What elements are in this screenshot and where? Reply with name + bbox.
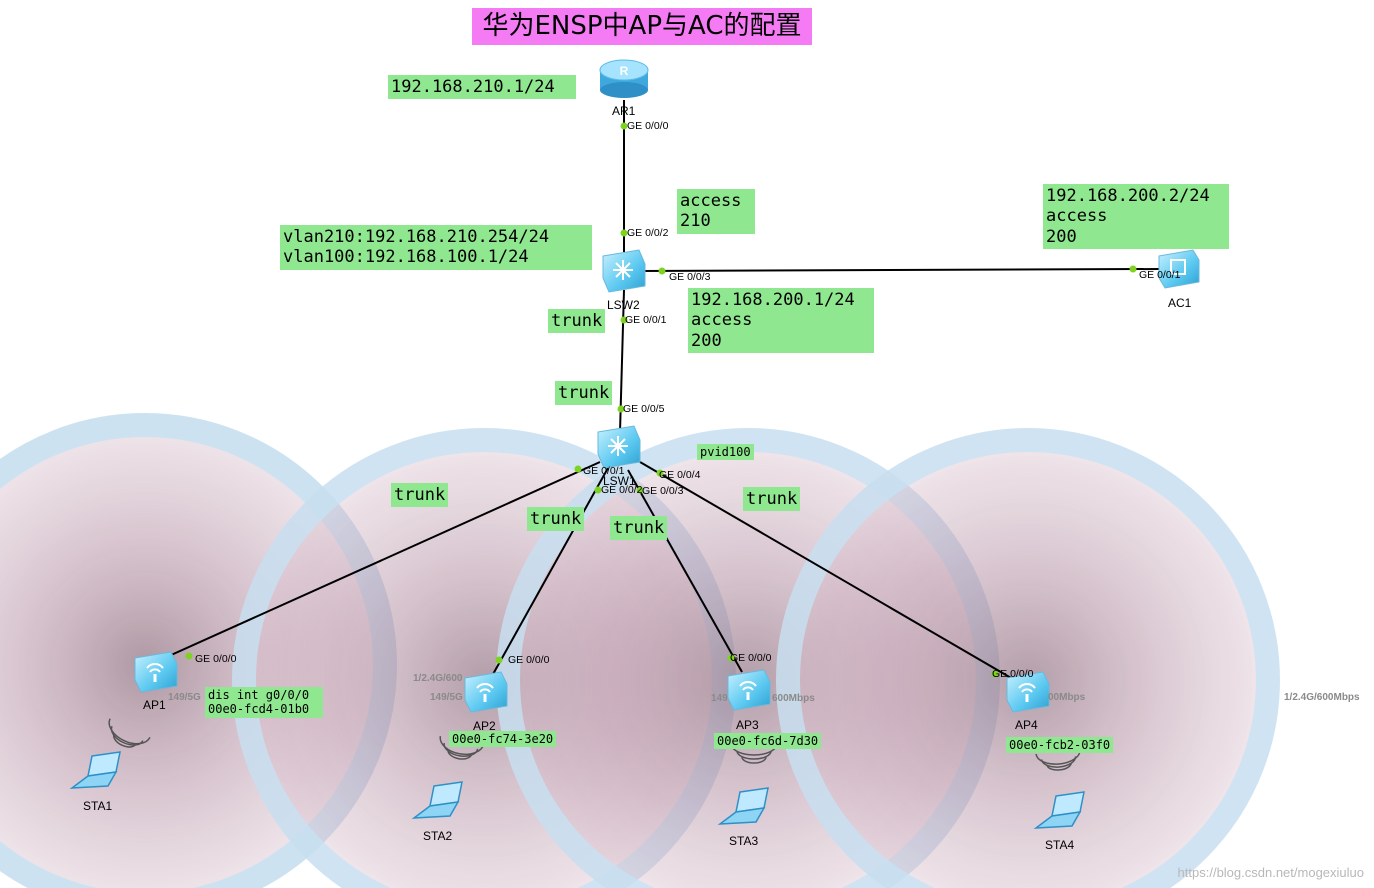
port-label: GE 0/0/3 — [642, 485, 684, 497]
note-trunk: trunk — [391, 483, 449, 508]
note-ap4-mac: 00e0-fcb2-03f0 — [1006, 737, 1114, 754]
device-name-ac1: AC1 — [1168, 296, 1192, 310]
note-trunk: trunk — [555, 381, 613, 406]
wifi-signal-icons — [108, 718, 1081, 771]
port-dots — [185, 122, 1137, 678]
coverage-ap4 — [776, 428, 1280, 888]
radio-rate-label: 1/2.4G/600Mbps — [1284, 692, 1360, 703]
ap1-icon[interactable] — [134, 651, 178, 693]
router-icon[interactable]: R — [599, 59, 649, 98]
radio-rate-label: 00Mbps — [1048, 692, 1086, 703]
ap3-icon[interactable] — [727, 669, 771, 711]
radio-rate-label: 149/5G — [430, 692, 463, 703]
link-lsw2-ac1 — [639, 268, 1161, 272]
device-name-lsw2: LSW2 — [607, 298, 640, 312]
port-label: GE 0/0/1 — [583, 465, 625, 477]
device-name-ap2: AP2 — [473, 719, 496, 733]
port-label: GE 0/0/2 — [601, 484, 643, 496]
switch-lsw2-icon[interactable] — [602, 249, 646, 293]
device-name-ap1: AP1 — [143, 698, 166, 712]
port-label: GE 0/0/0 — [195, 653, 237, 665]
laptop-sta4-icon[interactable] — [1033, 791, 1085, 829]
port-label: GE 0/0/0 — [508, 654, 550, 666]
svg-text:R: R — [620, 64, 629, 78]
port-label: GE 0/0/2 — [627, 227, 669, 239]
ap4-icon[interactable] — [1006, 671, 1050, 713]
note-trunk: trunk — [743, 487, 801, 512]
note-trunk: trunk — [610, 516, 668, 541]
note-ar1-ip: 192.168.210.1/24 — [388, 75, 576, 100]
device-name-sta1: STA1 — [83, 799, 113, 813]
watermark: https://blog.csdn.net/mogexiuluo — [1177, 865, 1364, 880]
ap2-icon[interactable] — [464, 671, 508, 713]
radio-rate-label: 149/5G — [168, 692, 201, 703]
device-name-sta2: STA2 — [423, 829, 453, 843]
note-pvid: pvid100 — [697, 444, 754, 461]
switch-lsw1-icon[interactable] — [597, 425, 641, 469]
laptop-sta2-icon[interactable] — [411, 781, 463, 819]
note-ap3-mac: 00e0-fc6d-7d30 — [714, 733, 822, 750]
laptop-sta1-icon[interactable] — [69, 751, 121, 789]
port-label: GE 0/0/0 — [992, 668, 1034, 680]
port-label: GE 0/0/1 — [625, 314, 667, 326]
note-trunk: trunk — [527, 507, 585, 532]
radio-rate-label: 600Mbps — [772, 693, 815, 704]
device-name-ap4: AP4 — [1015, 718, 1038, 732]
port-label: GE 0/0/1 — [1139, 269, 1181, 281]
link-lsw1-ap2 — [491, 467, 609, 677]
link-lsw1-ap3 — [627, 469, 743, 673]
laptop-sta3-icon[interactable] — [717, 787, 769, 825]
device-name-sta3: STA3 — [729, 834, 759, 848]
link-lsw1-ap1 — [159, 461, 601, 661]
port-label: GE 0/0/4 — [659, 469, 701, 481]
device-name-ap3: AP3 — [736, 718, 759, 732]
port-label: GE 0/0/0 — [627, 120, 669, 132]
port-label: GE 0/0/3 — [669, 271, 711, 283]
note-ap2-mac: 00e0-fc74-3e20 — [449, 731, 557, 748]
link-lsw1-ap4 — [639, 461, 1019, 683]
note-trunk: trunk — [548, 309, 606, 334]
access-controller-icon[interactable] — [1158, 249, 1200, 289]
device-name-sta4: STA4 — [1045, 838, 1075, 852]
links — [159, 100, 1161, 683]
radio-rate-label: 1/2.4G/600 — [413, 673, 463, 684]
device-name-lsw1: LSW1 — [603, 474, 636, 488]
radio-rate-label: 149 — [711, 693, 728, 704]
port-label: GE 0/0/0 — [730, 652, 772, 664]
device-name-ar1: AR1 — [612, 104, 636, 118]
port-label: GE 0/0/5 — [623, 403, 665, 415]
diagram-title: 华为ENSP中AP与AC的配置 — [472, 8, 812, 45]
